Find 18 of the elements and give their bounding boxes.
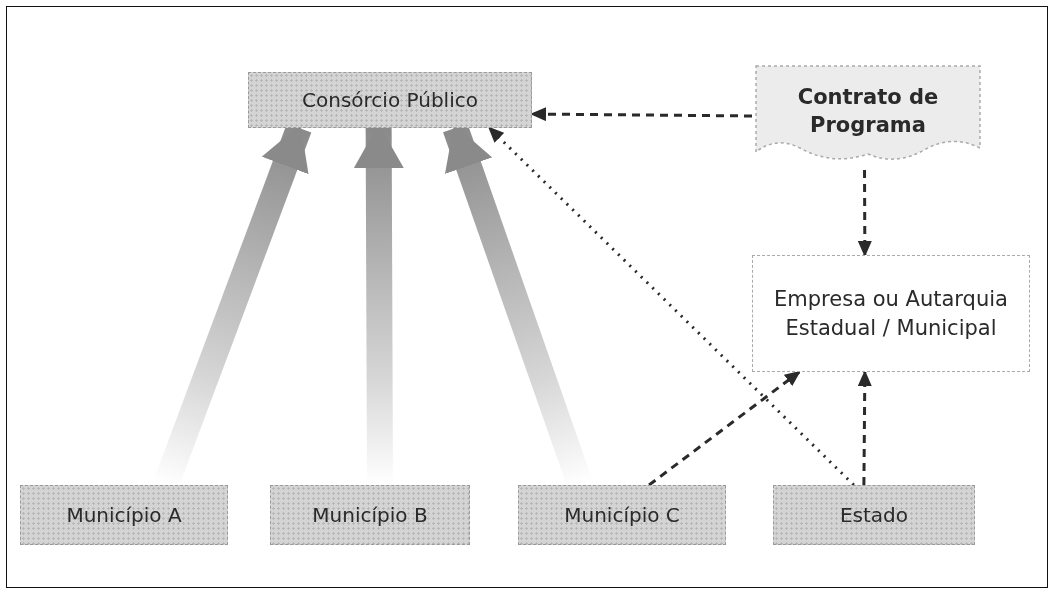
dashed-arrow [857,370,872,485]
dashed-arrow [648,370,801,487]
node-label: Consórcio Público [302,86,478,114]
dashed-arrow [857,170,872,257]
entity-box [773,485,975,545]
entity-box [20,485,228,545]
dashed-arrow [487,126,855,487]
node-label: Estado [839,501,909,529]
entity-box [518,485,726,545]
node-label: Município A [66,501,182,529]
entity-box [270,485,470,545]
node-label: Município C [564,501,680,529]
node-label: Empresa ou Autarquia Estadual / Municipal [773,286,1009,342]
process-box [248,72,532,128]
entity-box [752,255,1030,372]
dashed-arrow [530,107,752,122]
node-label: Contrato de Programa [796,83,940,139]
node-label: Município B [312,501,428,529]
